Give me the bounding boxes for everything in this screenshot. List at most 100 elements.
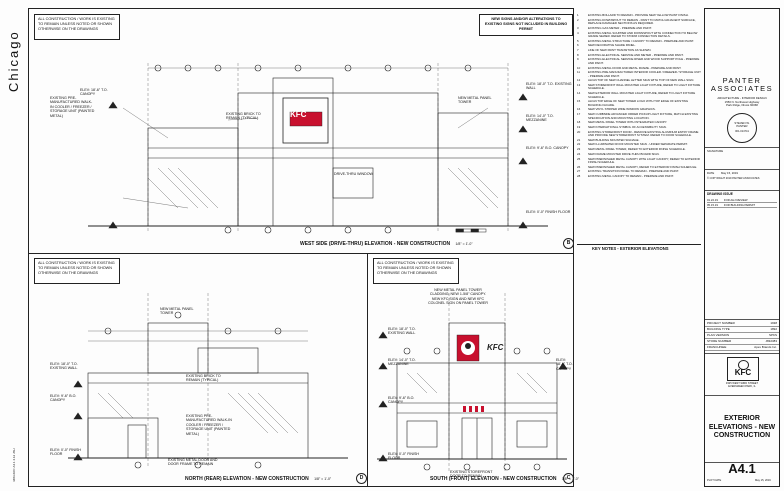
keynote-number: 23 [577,147,581,152]
keynote-text: EXISTING METAL CANOPY TO REMAIN - PREPAR… [588,174,674,179]
keynote-number: 27 [577,169,581,174]
project-key: FRANCHISEE [707,345,727,349]
drawing-frame [28,8,574,487]
keynote-number: 8 [577,52,579,57]
north-callout-elev3: ELEV: 9'-6" B.O. CANOPY [50,394,77,403]
project-value: SPKS [768,333,777,337]
keynote-number: 19 [577,124,581,129]
firm-address: 1550 N. Northwest Highway Park Ridge, Il… [724,100,760,108]
store-address: 3325 WEST 93RD STREET EVERGREEN PARK, IL [725,382,759,389]
keynote-item: 21 NEW BUILDING MOUNTED SIGNAGE. [577,137,701,142]
project-key: PROJECT NUMBER [707,321,735,325]
issue-no: 05.15.19 [707,203,718,207]
keynote-text: EXISTING METAL STRUCTURE / CANOPY TO REM… [588,38,695,43]
keynote-number: 15 [577,99,581,104]
keynote-text: EXISTING METAL SCUPPER AND DOWNSPOUT WIT… [588,30,698,38]
keynote-text: LINE OF NEW PAINT TRANSITION AS SHOWN. [588,48,652,53]
firm-subtitle: ARCHITECTURE - INTERIOR DESIGN [717,96,767,100]
keynotes-title: KEY NOTES - EXTERIOR ELEVATIONS [592,246,669,251]
keynote-item: 13 NEW STOREFRONT WALL MOUNTED LIGHT FIXT… [577,83,701,91]
north-callout-elev1: ELEV: 18'-0" T.O. EXISTING WALL [50,362,78,371]
west-elevation-title: WEST SIDE (DRIVE-THRU) ELEVATION - NEW C… [300,241,473,247]
keynote-number: 22 [577,142,581,147]
keynotes-list: 1 EXISTING BOLLARD TO REMAIN - PROVIDE NE… [577,13,701,180]
north-callout-door: EXISTING METAL DOOR AND DOOR FRAME TO RE… [168,458,218,467]
west-elevation-drawing [88,63,548,234]
existing-note-2: ALL CONSTRUCTION / WORK IS EXISTING TO R… [34,258,120,284]
city-label: Chicago [6,30,21,92]
keynote-number: 5 [577,38,579,43]
keynote-number: 12 [577,78,581,83]
south-elevation-drawing [377,293,568,473]
west-elevation-tag: B [563,238,574,249]
south-callout-elev1: ELEV: 18'-0" T.O. EXISTING WALL [388,327,416,336]
keynote-item: 17 NEW CURBSIDE ADVANCED ORDER PICKUP LIG… [577,112,701,120]
kfc-logo-box: KFC [727,357,759,381]
project-value: Apex Brands Inc. [754,345,777,349]
keynote-number: 24 [577,151,581,156]
keynote-text: NEW METAL PANEL TOWER, REFER TO EXTERIOR… [588,147,686,152]
keynote-number: 16 [577,107,581,112]
kfc-logo: KFC [734,368,752,377]
keynote-number: 13 [577,83,581,88]
north-elevation-tag: D [356,473,367,484]
keynote-number: 21 [577,137,581,142]
south-callout-tower-note: NEW METAL PANEL TOWER CLADDING. NEW 1-5/… [428,288,488,306]
keynote-text: EXISTING GAS METER - PREPARE AND PAINT. [588,25,652,30]
west-callout-elev2: ELEV: 14'-0" T.O. MEZZANINE [526,114,554,123]
keynote-number: 14 [577,91,581,96]
firm-name: PANTER ASSOCIATES [710,76,774,93]
keynote-number: 17 [577,112,581,117]
keynote-text: NEW BUILDING MOUNTED SIGNAGE. [588,137,640,142]
drawing-issue-title: DRAWING ISSUE [707,192,733,196]
north-elevation-title: NORTH (REAR) ELEVATION - NEW CONSTRUCTIO… [185,476,332,482]
keynote-text: NEW STOREFRONT WALL MOUNTED LIGHT FIXTUR… [588,83,701,91]
keynote-text: NEW CURBSIDE ADVANCED ORDER PICKUP LIGHT… [588,112,699,120]
keynote-item: 1 EXISTING BOLLARD TO REMAIN - PROVIDE NE… [577,13,701,17]
project-key: PLAN VERSION [707,333,730,337]
date-value: May 15, 2019 [721,171,738,175]
keynote-text: EXISTING DOWNSPOUT TO REMAIN - PAINT TO … [588,17,696,26]
plot-date: May 15, 2019 [755,479,771,482]
west-kfc-sign: KFC [290,110,307,119]
signs-note: NEW SIGNS AND/OR ALTERATIONS TO EXISTING… [479,14,573,36]
plot-date-label: PLOT DATE [707,479,722,482]
project-value: 1938 [770,321,777,325]
issue-no: 01.22.19 [707,198,718,202]
divider-horizontal [28,253,574,254]
west-callout-elev5: ELEV: 18'-6" T.O. CANOPY [80,88,108,97]
keynote-text: NEW PREFINISHED METAL CANOPY WITH LIGHT … [588,156,700,164]
keynote-number: 1 [577,13,579,17]
existing-note-1: ALL CONSTRUCTION / WORK IS EXISTING TO R… [34,14,120,40]
file-ref: 4483-KFC A4.1 4.12 JSU [12,448,16,482]
keynote-text: EXISTING BOLLARD TO REMAIN - PROVIDE NEW… [588,13,689,17]
issue-desc: FOR BUILDING PERMIT [723,203,756,207]
project-key: STORE NUMBER [707,339,732,343]
architect-stamp: STEVEN W. PANTER 001-014741 [727,113,757,143]
keynote-text: NEW METAL PANEL TOWER WITH INTEGRATED CA… [588,120,668,125]
keynote-text: NEW PREFINISHED METAL CANOPY, REFER TO E… [588,164,698,169]
project-value: 1892 [770,327,777,331]
keynote-text: NEW ILLUMINATED ROOF MOUNTED SIGN - UNDE… [588,142,688,147]
south-callout-elev4: ELEV: 0'-0" FINISH FLOOR [388,452,419,461]
project-row: PROJECT NUMBER 1938 [705,321,779,327]
project-row: PLAN VERSION SPKS [705,333,779,339]
west-callout-elev4: ELEV: 0'-0" FINISH FLOOR [526,210,571,214]
keynote-text: EXISTING PRE-MANUFACTURED INTERIOR COOLE… [588,70,701,78]
issue-row: 05.15.19 FOR BUILDING PERMIT [707,203,777,208]
west-callout-tower: NEW METAL PANEL TOWER [458,96,492,105]
north-callout-elev4: ELEV: 0'-0" FINISH FLOOR [50,448,81,457]
divider-vertical [367,253,368,487]
